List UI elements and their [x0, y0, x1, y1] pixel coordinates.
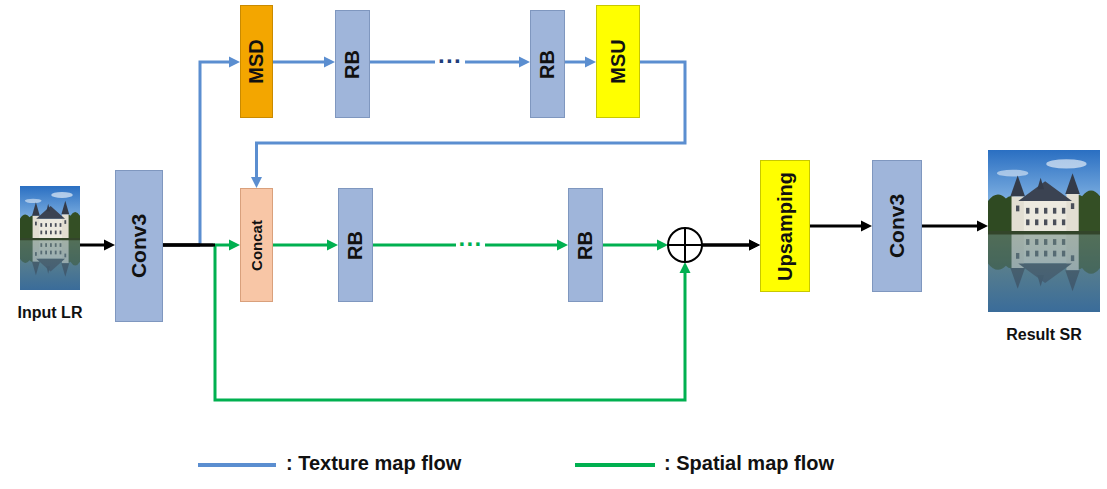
block-label: RB — [574, 231, 597, 260]
ellipsis-label: ··· — [435, 49, 465, 73]
block-label: Concat — [248, 220, 265, 271]
image-caption: Input LR — [18, 304, 83, 322]
residual-block: RB — [530, 10, 565, 118]
image-node: Result SR — [988, 150, 1100, 312]
legend-text: : Spatial map flow — [664, 452, 834, 475]
block-label: RB — [344, 231, 367, 260]
legend-line — [575, 463, 655, 467]
connector — [273, 57, 335, 68]
block-label: Conv3 — [127, 214, 151, 278]
image-node: Input LR — [20, 186, 80, 290]
block-label: RB — [536, 50, 559, 79]
connector — [163, 57, 240, 246]
block-label: RB — [341, 50, 364, 79]
block-label: Conv3 — [885, 194, 909, 258]
connector — [922, 221, 988, 232]
connector — [810, 221, 872, 232]
ellipsis-label: ··· — [456, 232, 486, 256]
castle-photo — [20, 186, 80, 290]
connector — [565, 57, 596, 68]
sum-symbol — [668, 228, 702, 262]
sum-symbol — [684, 228, 686, 262]
downscale-block: MSD — [240, 5, 273, 118]
connector — [80, 240, 115, 251]
block-label: MSD — [245, 39, 268, 83]
conv-block: Conv3 — [115, 170, 163, 322]
legend-line — [198, 463, 276, 467]
upscale-block: MSU — [596, 5, 640, 118]
castle-photo — [988, 150, 1100, 312]
block-label: Upsamping — [774, 172, 797, 281]
conv-block: Conv3 — [872, 160, 922, 292]
legend-text: : Texture map flow — [286, 452, 461, 475]
residual-block: RB — [568, 188, 603, 302]
residual-block: RB — [338, 188, 373, 302]
concat-block: Concat — [240, 188, 273, 302]
image-caption: Result SR — [1006, 326, 1082, 344]
residual-block: RB — [335, 10, 370, 118]
upsampling-block: Upsamping — [760, 160, 810, 292]
block-label: MSU — [607, 39, 630, 83]
connector — [163, 240, 240, 251]
connector — [273, 240, 338, 251]
